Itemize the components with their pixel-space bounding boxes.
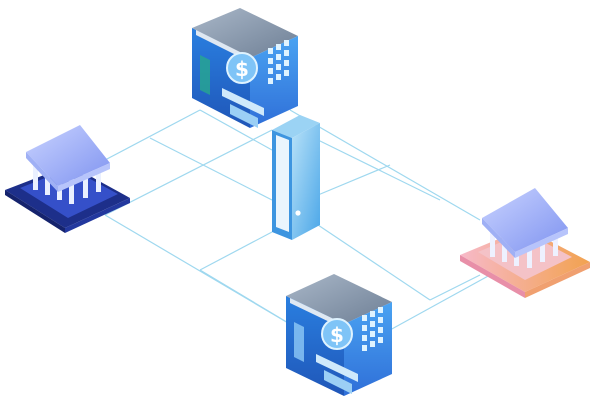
office-building-top: $	[192, 8, 298, 128]
dollar-sign: $	[330, 323, 344, 347]
window-grid	[268, 40, 289, 84]
network-lines	[104, 109, 491, 331]
bank-building-left	[5, 125, 130, 233]
window-grid	[362, 307, 383, 351]
dollar-gear-icon	[226, 52, 258, 84]
smartphone-icon	[272, 115, 320, 240]
office-building-bottom: $	[286, 274, 392, 396]
dollar-gear-icon	[321, 318, 353, 350]
dollar-sign: $	[235, 57, 249, 81]
bank-building-right	[460, 188, 590, 298]
